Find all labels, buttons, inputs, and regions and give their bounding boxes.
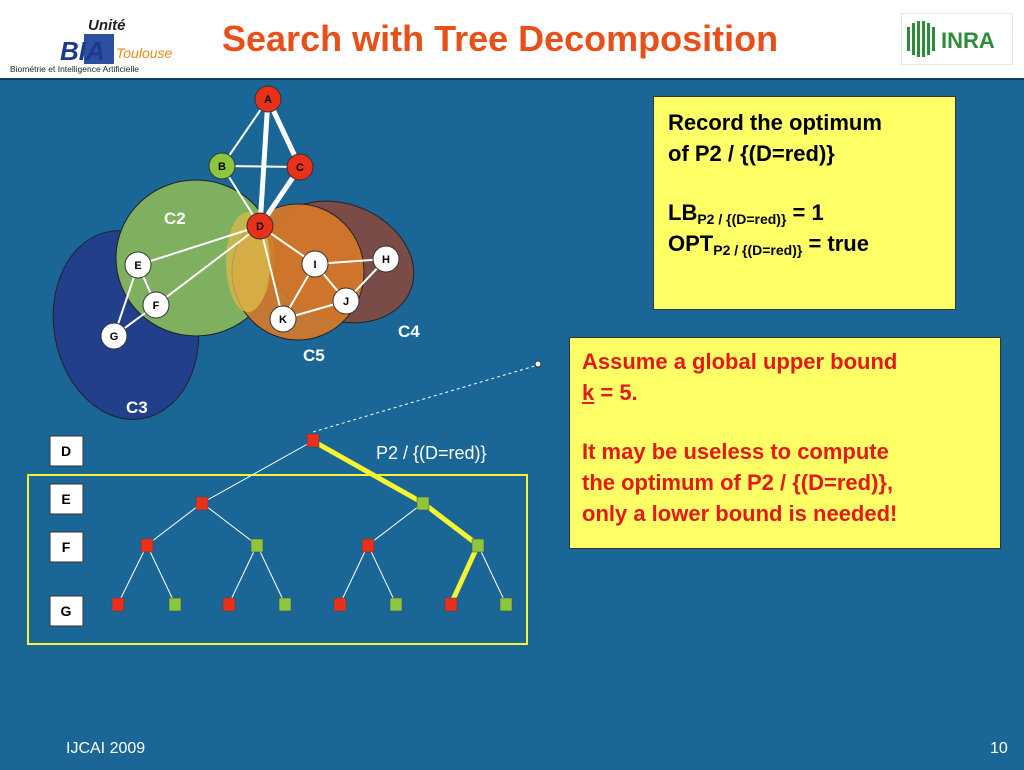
opt-subscript: P2 / {(D=red)} (713, 242, 803, 258)
inra-stripes-icon (907, 21, 935, 57)
tree-node (389, 597, 403, 612)
lb-subscript: P2 / {(D=red)} (697, 211, 787, 227)
tree-node (333, 597, 347, 612)
box1-opt-line: OPTP2 / {(D=red)} = true (668, 228, 941, 259)
tree-node (278, 597, 292, 612)
optimum-record-box: Record the optimum of P2 / {(D=red)} LBP… (653, 96, 956, 310)
variable-label-e: E (61, 491, 70, 507)
cluster-label-c5: C5 (303, 346, 325, 365)
tree-node-root (306, 433, 320, 448)
opt-label: OPT (668, 231, 714, 256)
upper-bound-box: Assume a global upper bound k = 5. It ma… (569, 337, 1001, 549)
box1-line2: of P2 / {(D=red)} (668, 141, 835, 166)
variable-box-e (49, 483, 84, 515)
node-label-h: H (382, 254, 390, 266)
node-label-g: G (110, 331, 119, 343)
cluster-label-c3: C3 (126, 398, 148, 417)
cluster-label-c4: C4 (398, 322, 420, 341)
tree-node (250, 538, 264, 553)
page-number: 10 (990, 740, 1008, 757)
tree-root-label: P2 / {(D=red)} (376, 443, 487, 463)
node-label-c: C (296, 162, 304, 174)
node-label-j: J (343, 296, 349, 308)
box1-lb-line: LBP2 / {(D=red)} = 1 (668, 197, 941, 228)
logo-subtitle-text: Biométrie et Intelligence Artificielle (10, 64, 139, 74)
tree-node (168, 597, 182, 612)
node-a (254, 85, 282, 113)
logo-unite-text: Unité (88, 17, 126, 34)
biat-logo: Unité BIA Toulouse Biométrie et Intellig… (10, 17, 173, 74)
lb-label: LB (668, 200, 698, 225)
node-label-b: B (218, 161, 226, 173)
node-e (124, 251, 152, 279)
variable-label-f: F (62, 539, 71, 555)
tree-highlight-frame (27, 474, 528, 645)
node-k (269, 305, 297, 333)
node-label-f: F (153, 300, 160, 312)
slide-header: Unité BIA Toulouse Biométrie et Intellig… (0, 0, 1024, 78)
k-value: = 5. (594, 380, 638, 405)
tree-node (416, 496, 430, 511)
node-label-e: E (134, 260, 141, 272)
node-label-i: I (313, 259, 316, 271)
node-label-d: D (256, 221, 264, 233)
tree-edges (117, 440, 507, 605)
tree-nodes (111, 433, 513, 612)
footer-conference: IJCAI 2009 (66, 740, 146, 757)
logo-blue-block (84, 34, 114, 64)
node-j (332, 287, 360, 315)
box2-spacer (582, 408, 988, 436)
slide-title: Search with Tree Decomposition (222, 18, 779, 59)
node-label-k: K (279, 314, 287, 326)
node-b (208, 152, 236, 180)
node-h (372, 245, 400, 273)
dashed-connector (312, 364, 539, 433)
tree-node (361, 538, 375, 553)
node-g (100, 322, 128, 350)
variable-box-f (49, 531, 84, 563)
inra-logo-text: INRA (941, 28, 995, 53)
box1-line1: Record the optimum (668, 110, 882, 135)
logo-toulouse-text: Toulouse (116, 45, 173, 61)
node-f (142, 291, 170, 319)
box2-k-line: k = 5. (582, 377, 988, 408)
tree-path-highlight (310, 438, 481, 607)
tree-node (499, 597, 513, 612)
tree-node (195, 496, 209, 511)
opt-value: = true (802, 231, 869, 256)
k-symbol: k (582, 380, 595, 405)
variable-label-g: G (61, 603, 72, 619)
cluster-label-c2: C2 (164, 209, 186, 228)
node-d (246, 212, 274, 240)
graph-nodes (100, 85, 400, 350)
variable-box-d (49, 435, 84, 467)
tree-node (222, 597, 236, 612)
node-i (301, 250, 329, 278)
logo-main-text: BIA (60, 36, 105, 66)
variable-label-d: D (61, 443, 71, 459)
box1-spacer (668, 169, 941, 197)
inra-logo: INRA (901, 13, 1013, 65)
connector-end-dot (534, 360, 542, 368)
box2-line1: Assume a global upper bound (582, 349, 898, 374)
tree-node (471, 538, 485, 553)
node-label-a: A (264, 94, 272, 106)
tree-node (444, 597, 458, 612)
lb-value: = 1 (786, 200, 824, 225)
tree-node (111, 597, 125, 612)
variable-box-g (49, 595, 84, 627)
graph-node-labels: A B C D E F G H I J K (110, 94, 390, 343)
tree-node (140, 538, 154, 553)
box2-line3: It may be useless to compute (582, 439, 889, 464)
box2-line5: only a lower bound is needed! (582, 501, 898, 526)
box2-line4: the optimum of P2 / {(D=red)}, (582, 470, 894, 495)
variable-labels: D E F G (49, 435, 84, 627)
node-c (286, 153, 314, 181)
